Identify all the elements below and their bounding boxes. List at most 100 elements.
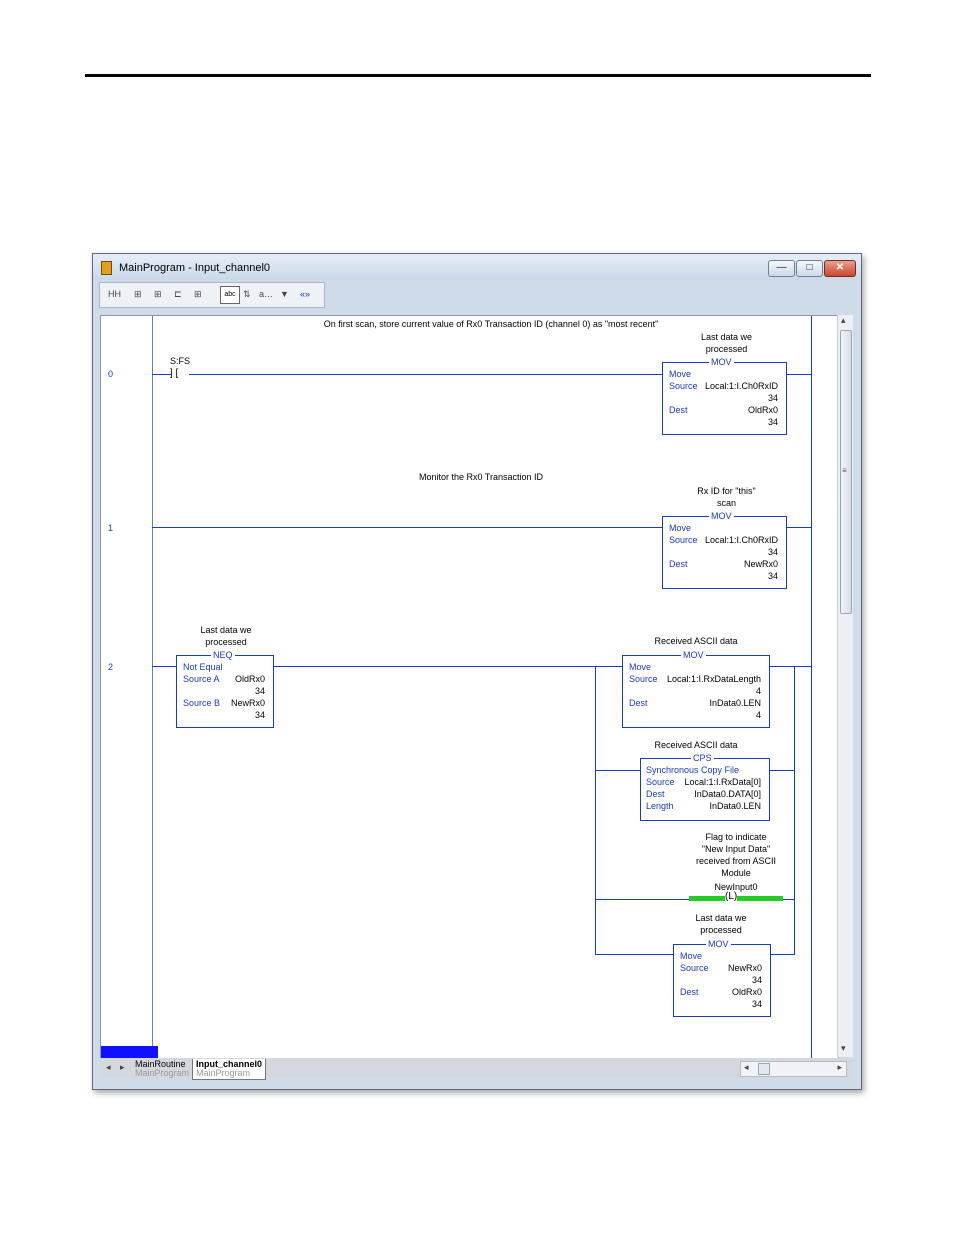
mov-source-tag[interactable]: Local:1:I.Ch0RxID xyxy=(704,381,778,391)
branch-icon[interactable]: ⊞ xyxy=(134,289,142,299)
mov-dest-tag[interactable]: NewRx0 xyxy=(743,559,778,569)
mov-source-tag[interactable]: NewRx0 xyxy=(727,963,762,973)
sort-icon[interactable]: ⇅ xyxy=(243,289,251,299)
neq-block[interactable]: NEQ Not Equal Source A OldRx0 34 Source … xyxy=(176,650,274,728)
xic-contact-sfs[interactable]: ] [ xyxy=(170,368,179,379)
tab-mainroutine[interactable]: MainRoutine MainProgram xyxy=(132,1059,192,1079)
routine-window: MainProgram - Input_channel0 — □ ✕ HH ⊞ … xyxy=(92,253,862,1090)
rung-wire xyxy=(770,954,795,955)
mov-source-value: 34 xyxy=(767,393,778,403)
neq-source-a-tag[interactable]: OldRx0 xyxy=(234,674,265,684)
vertical-scrollbar[interactable]: ▴ ≡ ▾ xyxy=(837,315,853,1057)
address-icon[interactable]: a… xyxy=(259,289,274,299)
flag-desc-a: Flag to indicate xyxy=(705,832,767,842)
neq-desc-b: processed xyxy=(205,637,247,647)
horizontal-scrollbar[interactable]: ◂ ▸ xyxy=(740,1061,847,1077)
routine-icon xyxy=(101,261,112,275)
flag-desc-b: "New Input Data" xyxy=(701,844,771,854)
neq-source-a-value: 34 xyxy=(254,686,265,696)
rung-wire xyxy=(783,899,795,900)
scroll-down-icon[interactable]: ▾ xyxy=(841,1043,846,1053)
scroll-left-icon[interactable]: ◂ xyxy=(744,1062,749,1072)
mov-block-2b[interactable]: MOV Move Source NewRx0 34 Dest OldRx0 34 xyxy=(673,939,771,1017)
mov-dest-tag[interactable]: OldRx0 xyxy=(747,405,778,415)
rung-icon[interactable]: HH xyxy=(108,289,121,299)
mov-dest-label: Dest xyxy=(669,559,688,569)
minimize-icon: — xyxy=(776,262,787,273)
mov-dest-label: Dest xyxy=(629,698,648,708)
abc-text-button[interactable]: abc xyxy=(220,286,240,304)
mov-source-value: 4 xyxy=(755,686,761,696)
mov-desc-0a: Last data we xyxy=(700,332,753,342)
maximize-icon: □ xyxy=(806,262,813,273)
mov2-desc-b: processed xyxy=(700,925,742,935)
mov-name: Move xyxy=(680,951,703,961)
scroll-right-icon[interactable]: ▸ xyxy=(837,1062,842,1072)
neq-source-b-tag[interactable]: NewRx0 xyxy=(230,698,265,708)
mov-name: Move xyxy=(629,662,652,672)
close-button[interactable]: ✕ xyxy=(824,260,856,277)
mov-desc-1b: scan xyxy=(716,498,736,508)
rung-wire xyxy=(273,666,595,667)
maximize-button[interactable]: □ xyxy=(796,260,823,277)
rung-wire xyxy=(595,770,640,771)
title-bar[interactable]: MainProgram - Input_channel0 — □ ✕ xyxy=(93,254,861,280)
cps-title: CPS xyxy=(691,753,714,763)
rung-wire xyxy=(769,666,795,667)
horizontal-scroll-thumb[interactable] xyxy=(758,1063,770,1075)
rung-wire xyxy=(152,527,662,528)
close-icon: ✕ xyxy=(835,262,845,273)
neq-source-b-value: 34 xyxy=(254,710,265,720)
tab-scroll-right-icon[interactable]: ▸ xyxy=(120,1062,125,1072)
page-header-rule xyxy=(85,74,871,77)
mov-source-tag[interactable]: Local:1:I.Ch0RxID xyxy=(704,535,778,545)
routine-tab-bar: ◂ ▸ MainRoutine MainProgram Input_channe… xyxy=(100,1058,852,1080)
mov-dest-tag[interactable]: InData0.LEN xyxy=(709,698,761,708)
mov-desc-0b: processed xyxy=(705,344,748,354)
mov-dest-value: 34 xyxy=(767,571,778,581)
contact-icon[interactable]: ⊏ xyxy=(174,289,182,299)
vertical-scroll-thumb[interactable]: ≡ xyxy=(840,330,852,614)
mov-block-0[interactable]: MOV Move Source Local:1:I.Ch0RxID 34 Des… xyxy=(662,357,787,435)
neq-desc-a: Last data we xyxy=(200,625,252,635)
neq-source-a-label: Source A xyxy=(183,674,220,684)
mov-dest-value: 34 xyxy=(751,999,762,1009)
mov-title: MOV xyxy=(681,650,706,660)
cps-source-tag[interactable]: Local:1:I.RxData[0] xyxy=(684,777,761,787)
mov-dest-value: 34 xyxy=(767,417,778,427)
cps-dest-tag[interactable]: InData0.DATA[0] xyxy=(694,789,761,799)
neq-name: Not Equal xyxy=(183,662,223,672)
branch-level-icon[interactable]: ⊞ xyxy=(154,289,162,299)
rung-comment-0: On first scan, store current value of Rx… xyxy=(323,319,659,329)
cps-length-label: Length xyxy=(646,801,674,811)
mov-dest-label: Dest xyxy=(680,987,699,997)
scroll-up-icon[interactable]: ▴ xyxy=(841,315,846,325)
flag-tag[interactable]: NewInput0 xyxy=(714,882,758,892)
contact-tag-sfs: S:FS xyxy=(170,356,191,366)
rung-wire xyxy=(595,899,689,900)
cps-desc: Received ASCII data xyxy=(654,740,738,750)
minimize-button[interactable]: — xyxy=(768,260,795,277)
rung-comment-1: Monitor the Rx0 Transaction ID xyxy=(418,472,544,482)
neq-source-b-label: Source B xyxy=(183,698,221,708)
mov-title: MOV xyxy=(709,511,734,521)
grip-icon: ≡ xyxy=(842,466,847,475)
rung-wire xyxy=(595,666,622,667)
mov-source-tag[interactable]: Local:1:I.RxDataLength xyxy=(666,674,761,684)
mov-block-1[interactable]: MOV Move Source Local:1:I.Ch0RxID 34 Des… xyxy=(662,511,787,589)
coil-icon[interactable]: ⊞ xyxy=(194,289,202,299)
cps-block[interactable]: CPS Synchronous Copy File Source Local:1… xyxy=(640,753,770,821)
rung-number-0: 0 xyxy=(108,369,114,379)
mov-dest-tag[interactable]: OldRx0 xyxy=(731,987,762,997)
ladder-editor[interactable]: 0 On first scan, store current value of … xyxy=(100,315,839,1059)
tab-scroll-left-icon[interactable]: ◂ xyxy=(106,1062,111,1072)
link-icon[interactable]: «» xyxy=(300,289,311,299)
otl-coil[interactable]: (L) xyxy=(725,891,738,902)
right-power-rail xyxy=(811,316,812,1058)
chevron-down-icon[interactable]: ▼ xyxy=(280,289,289,299)
mov2-desc-a: Last data we xyxy=(695,913,747,923)
cps-length-tag[interactable]: InData0.LEN xyxy=(709,801,761,811)
mov-block-2a[interactable]: MOV Move Source Local:1:I.RxDataLength 4… xyxy=(622,650,770,728)
rung-wire xyxy=(152,666,176,667)
tab-input-channel0[interactable]: Input_channel0 MainProgram xyxy=(192,1059,267,1080)
